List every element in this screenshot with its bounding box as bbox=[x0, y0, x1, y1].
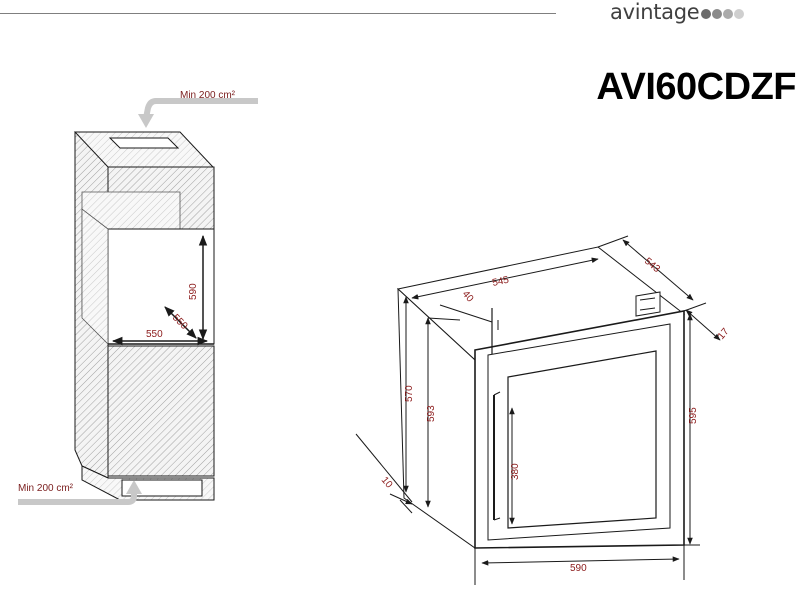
vent-top-label: Min 200 cm² bbox=[180, 90, 236, 101]
brand-name: avintage bbox=[610, 0, 700, 24]
installation-niche: Min 200 cm² 590 550 550 Min bbox=[18, 90, 258, 505]
vent-top-arrow-icon bbox=[138, 98, 258, 128]
total-height-label: 595 bbox=[688, 407, 699, 424]
door-thickness-label: 17 bbox=[716, 326, 732, 342]
window-height-label: 380 bbox=[510, 463, 521, 480]
niche-height-label: 590 bbox=[188, 283, 199, 300]
model-title: AVI60CDZF bbox=[596, 66, 796, 108]
body-height-label: 570 bbox=[404, 385, 415, 402]
brand-dots-icon bbox=[701, 8, 745, 19]
width-label: 590 bbox=[570, 563, 587, 574]
brand-logo: avintage bbox=[610, 0, 745, 24]
appliance-drawing bbox=[355, 235, 721, 585]
depth-outer-label: 545 bbox=[491, 275, 510, 289]
header-rule bbox=[0, 13, 556, 14]
niche-width-label: 550 bbox=[146, 329, 163, 340]
front-height-label: 593 bbox=[426, 405, 437, 422]
vent-bottom-label: Min 200 cm² bbox=[18, 483, 74, 494]
vent-bottom-arrow-icon bbox=[18, 480, 142, 505]
